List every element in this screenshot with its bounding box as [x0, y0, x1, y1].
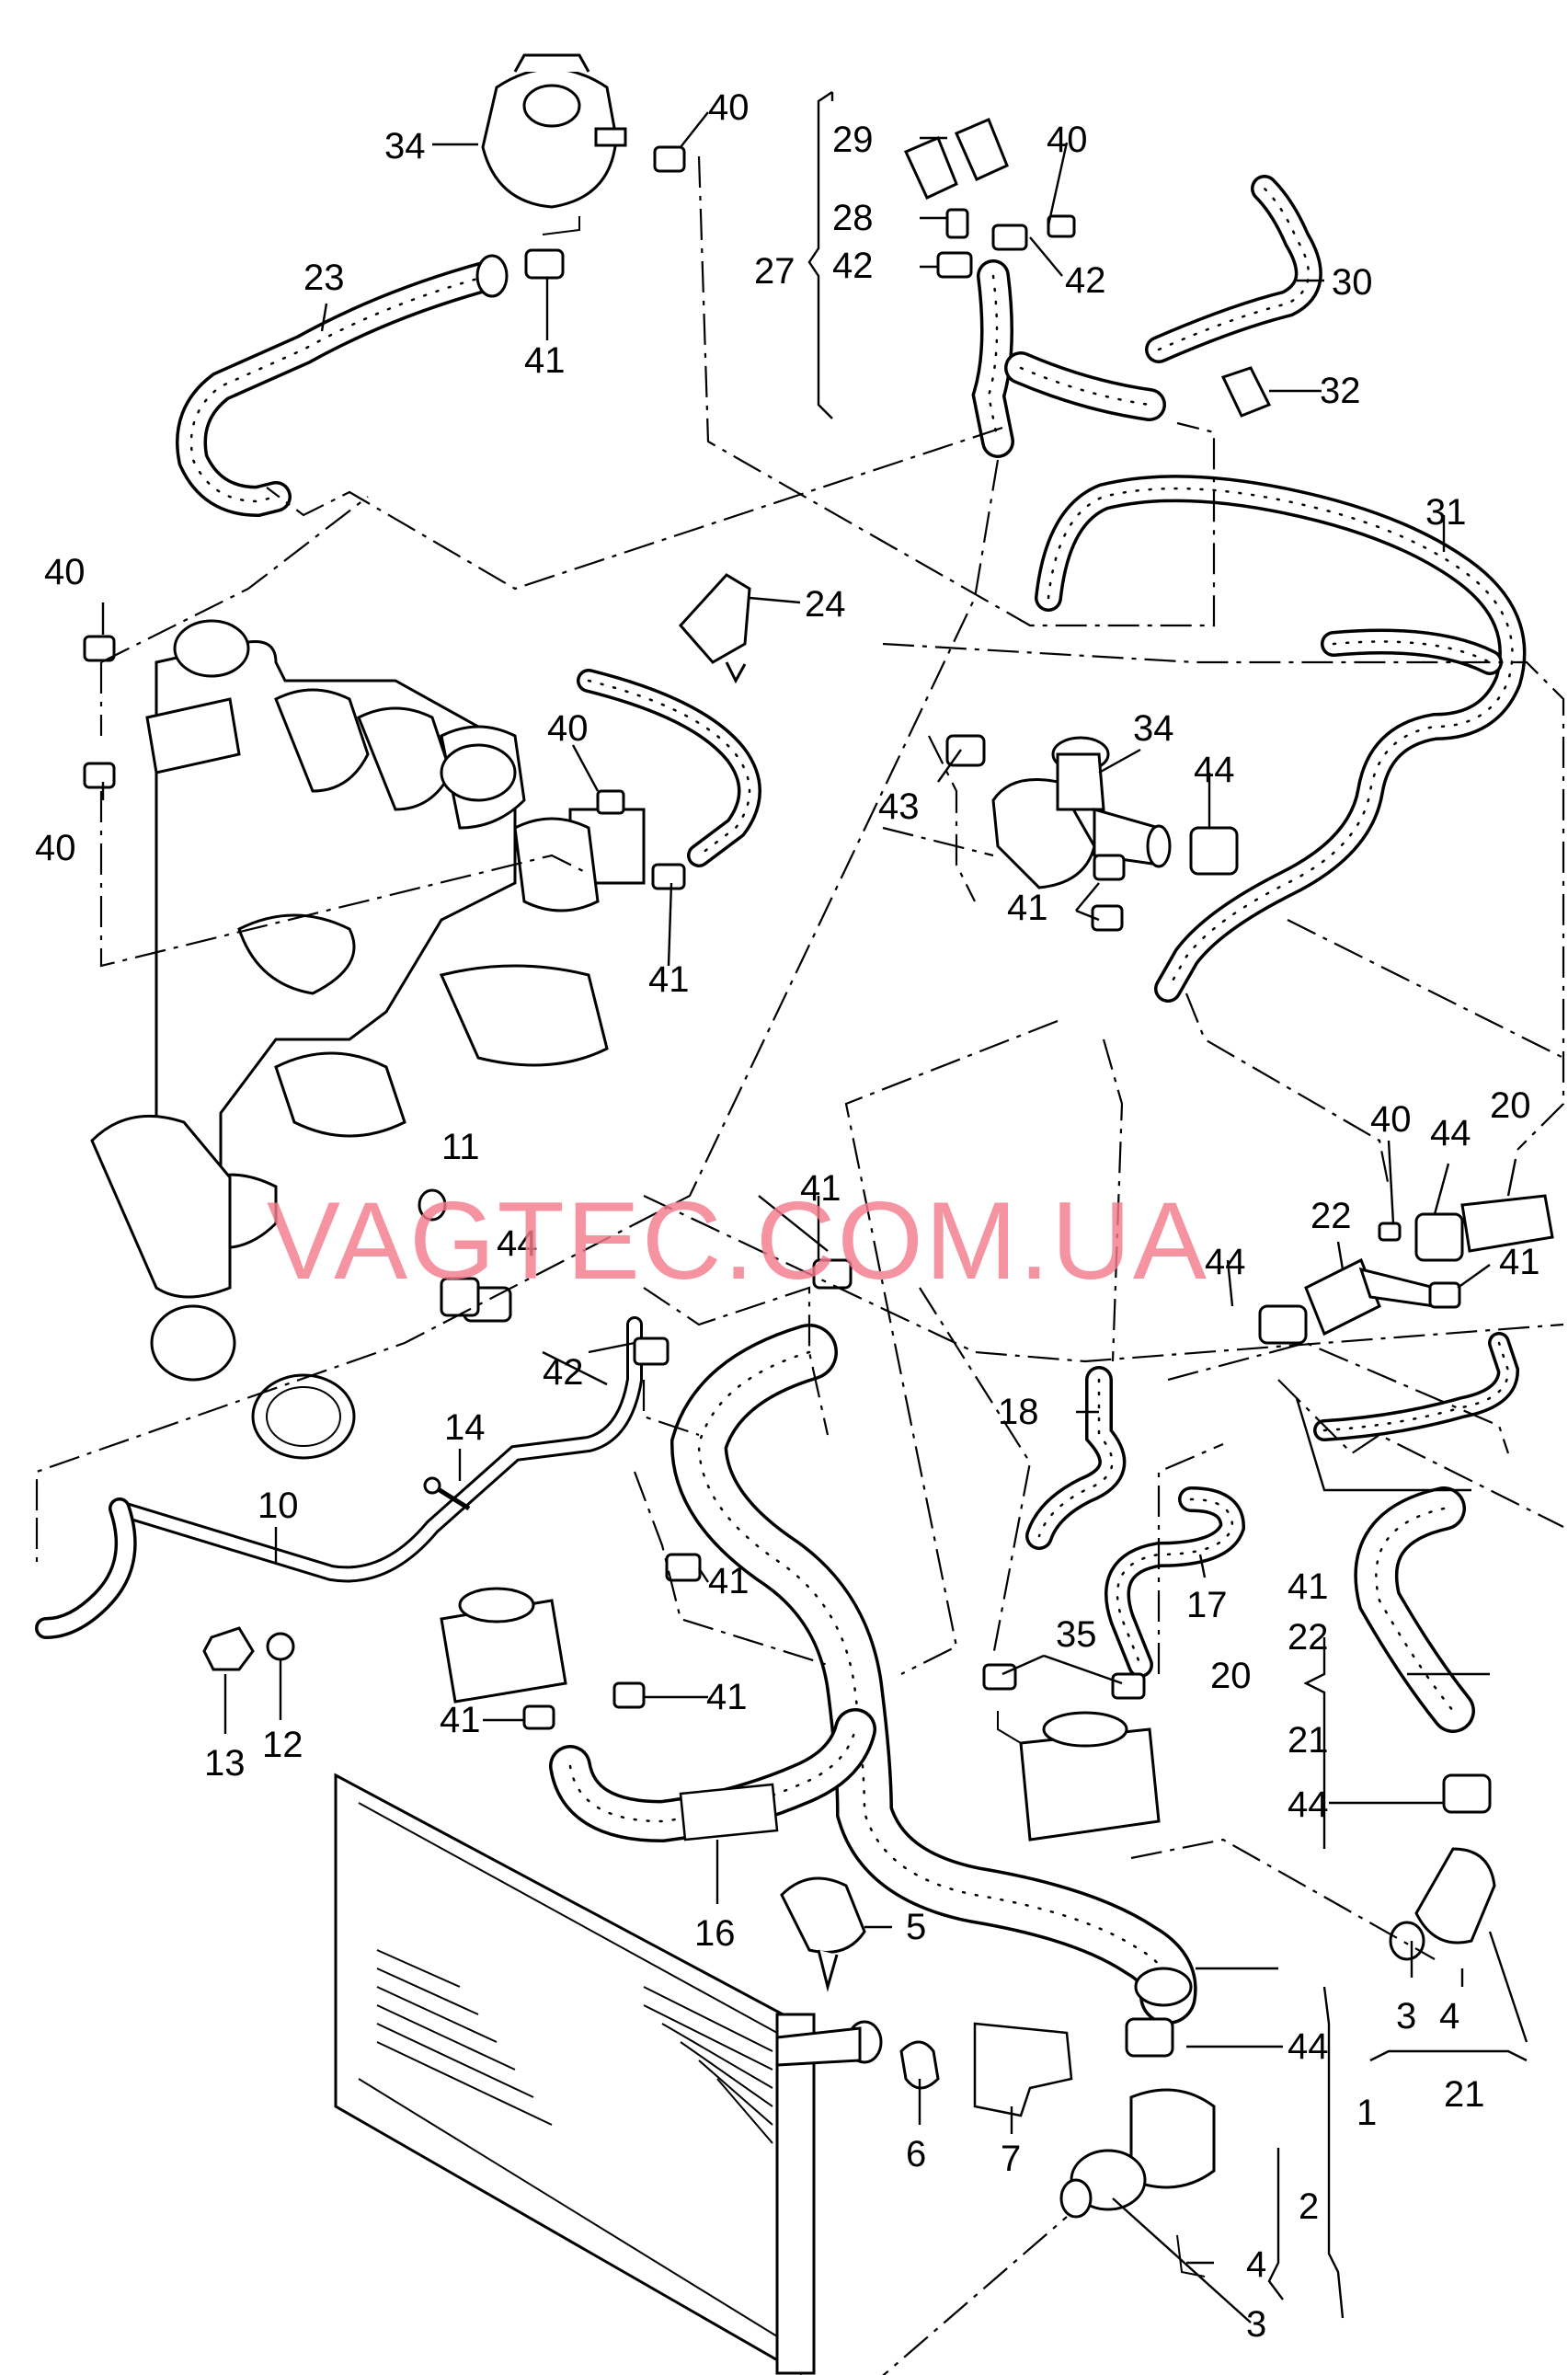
callout-21-right: 21	[1444, 2074, 1485, 2115]
callout-41-reservoir-right: 41	[708, 1561, 750, 1601]
callout-29: 29	[832, 120, 874, 160]
clip-32	[1220, 366, 1272, 418]
parts-layer	[35, 53, 1554, 2375]
callout-4-right: 4	[1439, 1996, 1459, 2037]
bracket-6	[899, 2040, 940, 2090]
callout-43: 43	[878, 786, 920, 827]
callout-41-reservoir-bottom-right: 41	[706, 1677, 748, 1717]
oil-cooler	[982, 1663, 1161, 1841]
callout-5: 5	[906, 1907, 926, 1947]
callout-44-engine: 44	[497, 1223, 538, 1264]
callout-22-right: 22	[1310, 1196, 1352, 1236]
engine-block	[90, 619, 646, 1460]
connector-22	[1258, 1194, 1554, 1345]
callout-23: 23	[303, 258, 345, 298]
callout-20-right-top: 20	[1490, 1085, 1531, 1126]
callout-40-tank: 40	[708, 87, 750, 128]
callout-16: 16	[694, 1913, 736, 1954]
connector-assembly-27	[903, 118, 1076, 279]
callout-41-thermostat: 41	[1007, 888, 1048, 928]
callout-2: 2	[1299, 2186, 1319, 2227]
callout-44-thermostat: 44	[1194, 750, 1235, 790]
callout-30: 30	[1332, 262, 1373, 303]
washer-11	[418, 1188, 480, 1317]
callout-35: 35	[1056, 1614, 1097, 1655]
callout-12: 12	[262, 1725, 303, 1765]
callout-17: 17	[1186, 1585, 1228, 1625]
bracket-7	[973, 2022, 1073, 2117]
callout-1: 1	[1356, 2093, 1377, 2133]
callout-18: 18	[998, 1392, 1039, 1432]
expansion-tank	[481, 53, 627, 235]
callout-13: 13	[204, 1743, 246, 1784]
hose-16	[549, 1708, 876, 1843]
callout-31: 31	[1425, 492, 1467, 533]
hose-30	[1145, 175, 1322, 363]
callout-labels: 34 40 23 41 29 40 28 42 42 27 30 32 31 2…	[35, 87, 1540, 2345]
callout-41-group: 41	[1288, 1566, 1329, 1607]
callout-28: 28	[832, 198, 874, 238]
clip-5	[780, 1876, 866, 1992]
callout-40-left-lower: 40	[35, 828, 76, 868]
watermark: VAGTEC.COM.UA	[267, 1179, 1208, 1302]
callout-44-lower: 44	[1288, 2026, 1329, 2067]
callout-42-top-right: 42	[1065, 260, 1106, 301]
callout-4-lower: 4	[1246, 2244, 1266, 2285]
callout-3-lower: 3	[1246, 2304, 1266, 2345]
clamps-left	[83, 635, 116, 789]
callout-44-right-top: 44	[1430, 1113, 1471, 1153]
clamp-40-tank	[653, 145, 686, 173]
callout-10: 10	[258, 1486, 299, 1526]
callout-40-right: 40	[1370, 1099, 1412, 1140]
y-hose	[971, 259, 1166, 458]
callout-27: 27	[754, 251, 795, 292]
callout-40-engine: 40	[547, 708, 589, 749]
connector-2	[1059, 1967, 1216, 2277]
hose-engine-upper	[577, 669, 761, 890]
callout-44-group: 44	[1288, 1784, 1329, 1825]
callout-40-top: 40	[1047, 120, 1088, 160]
callout-44-right-mid: 44	[1205, 1242, 1246, 1282]
callout-7: 7	[1001, 2139, 1021, 2179]
callout-32: 32	[1320, 371, 1361, 411]
callout-42-middle: 42	[543, 1352, 584, 1393]
clamp-41-tank	[524, 248, 565, 280]
callout-21-group: 21	[1288, 1720, 1329, 1761]
callout-40-left-upper: 40	[44, 552, 86, 592]
hose-31	[1035, 475, 1527, 1003]
callout-41-right: 41	[1499, 1242, 1540, 1282]
bracket-24	[678, 573, 751, 684]
callout-41-engine: 41	[648, 959, 690, 1000]
callout-34-tank: 34	[384, 126, 426, 166]
callout-11: 11	[441, 1127, 480, 1167]
coolant-pipe-10	[35, 1316, 670, 1639]
hose-17	[1104, 1486, 1246, 1678]
thermostat-housing-34	[945, 734, 1239, 932]
callout-24: 24	[805, 584, 846, 625]
radiator	[334, 1773, 883, 2375]
callout-6: 6	[906, 2134, 926, 2174]
hose-23	[176, 254, 509, 518]
fasteners	[202, 1476, 471, 1671]
hoses-right-middle	[1313, 1332, 1520, 1961]
callout-3-right: 3	[1396, 1996, 1416, 2037]
callout-22-group: 22	[1288, 1617, 1329, 1658]
callout-42-top-left: 42	[832, 246, 874, 286]
radiator-fins	[376, 1949, 773, 2144]
callout-20-group: 20	[1210, 1656, 1252, 1696]
callout-34-thermostat: 34	[1133, 708, 1174, 749]
callout-41-tank: 41	[524, 340, 566, 381]
callout-14: 14	[444, 1407, 486, 1448]
hose-18	[1025, 1366, 1127, 1550]
leader-lines	[101, 91, 1528, 2323]
callout-41-middle: 41	[800, 1168, 841, 1209]
callout-41-reservoir-bottom-left: 41	[440, 1700, 481, 1740]
connection-lines	[35, 155, 1565, 2375]
